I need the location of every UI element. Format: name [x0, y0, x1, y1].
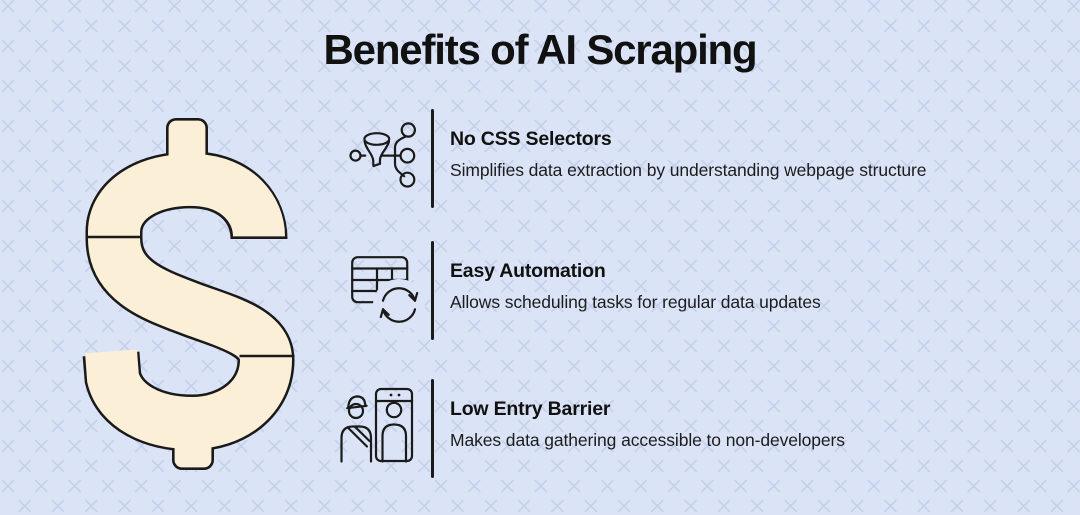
vertical-divider [431, 109, 434, 208]
benefit-heading: Easy Automation [450, 260, 606, 282]
benefit-item: Low Entry Barrier Makes data gathering a… [335, 378, 1035, 478]
benefit-item: Easy Automation Allows scheduling tasks … [335, 240, 1035, 340]
benefit-heading: Low Entry Barrier [450, 398, 611, 420]
page-title: Benefits of AI Scraping [323, 26, 758, 73]
table-sync-icon [351, 256, 425, 331]
benefit-description: Allows scheduling tasks for regular data… [450, 292, 821, 312]
benefit-description: Simplifies data extraction by understand… [450, 160, 927, 180]
dollar-sign-icon [82, 118, 295, 470]
vertical-divider [431, 241, 434, 340]
people-gate-icon [340, 387, 414, 463]
benefit-heading: No CSS Selectors [450, 128, 612, 150]
benefit-item: No CSS Selectors Simplifies data extract… [335, 108, 1035, 208]
funnel-flow-icon [349, 122, 417, 188]
vertical-divider [431, 379, 434, 478]
benefit-description: Makes data gathering accessible to non-d… [450, 430, 845, 450]
